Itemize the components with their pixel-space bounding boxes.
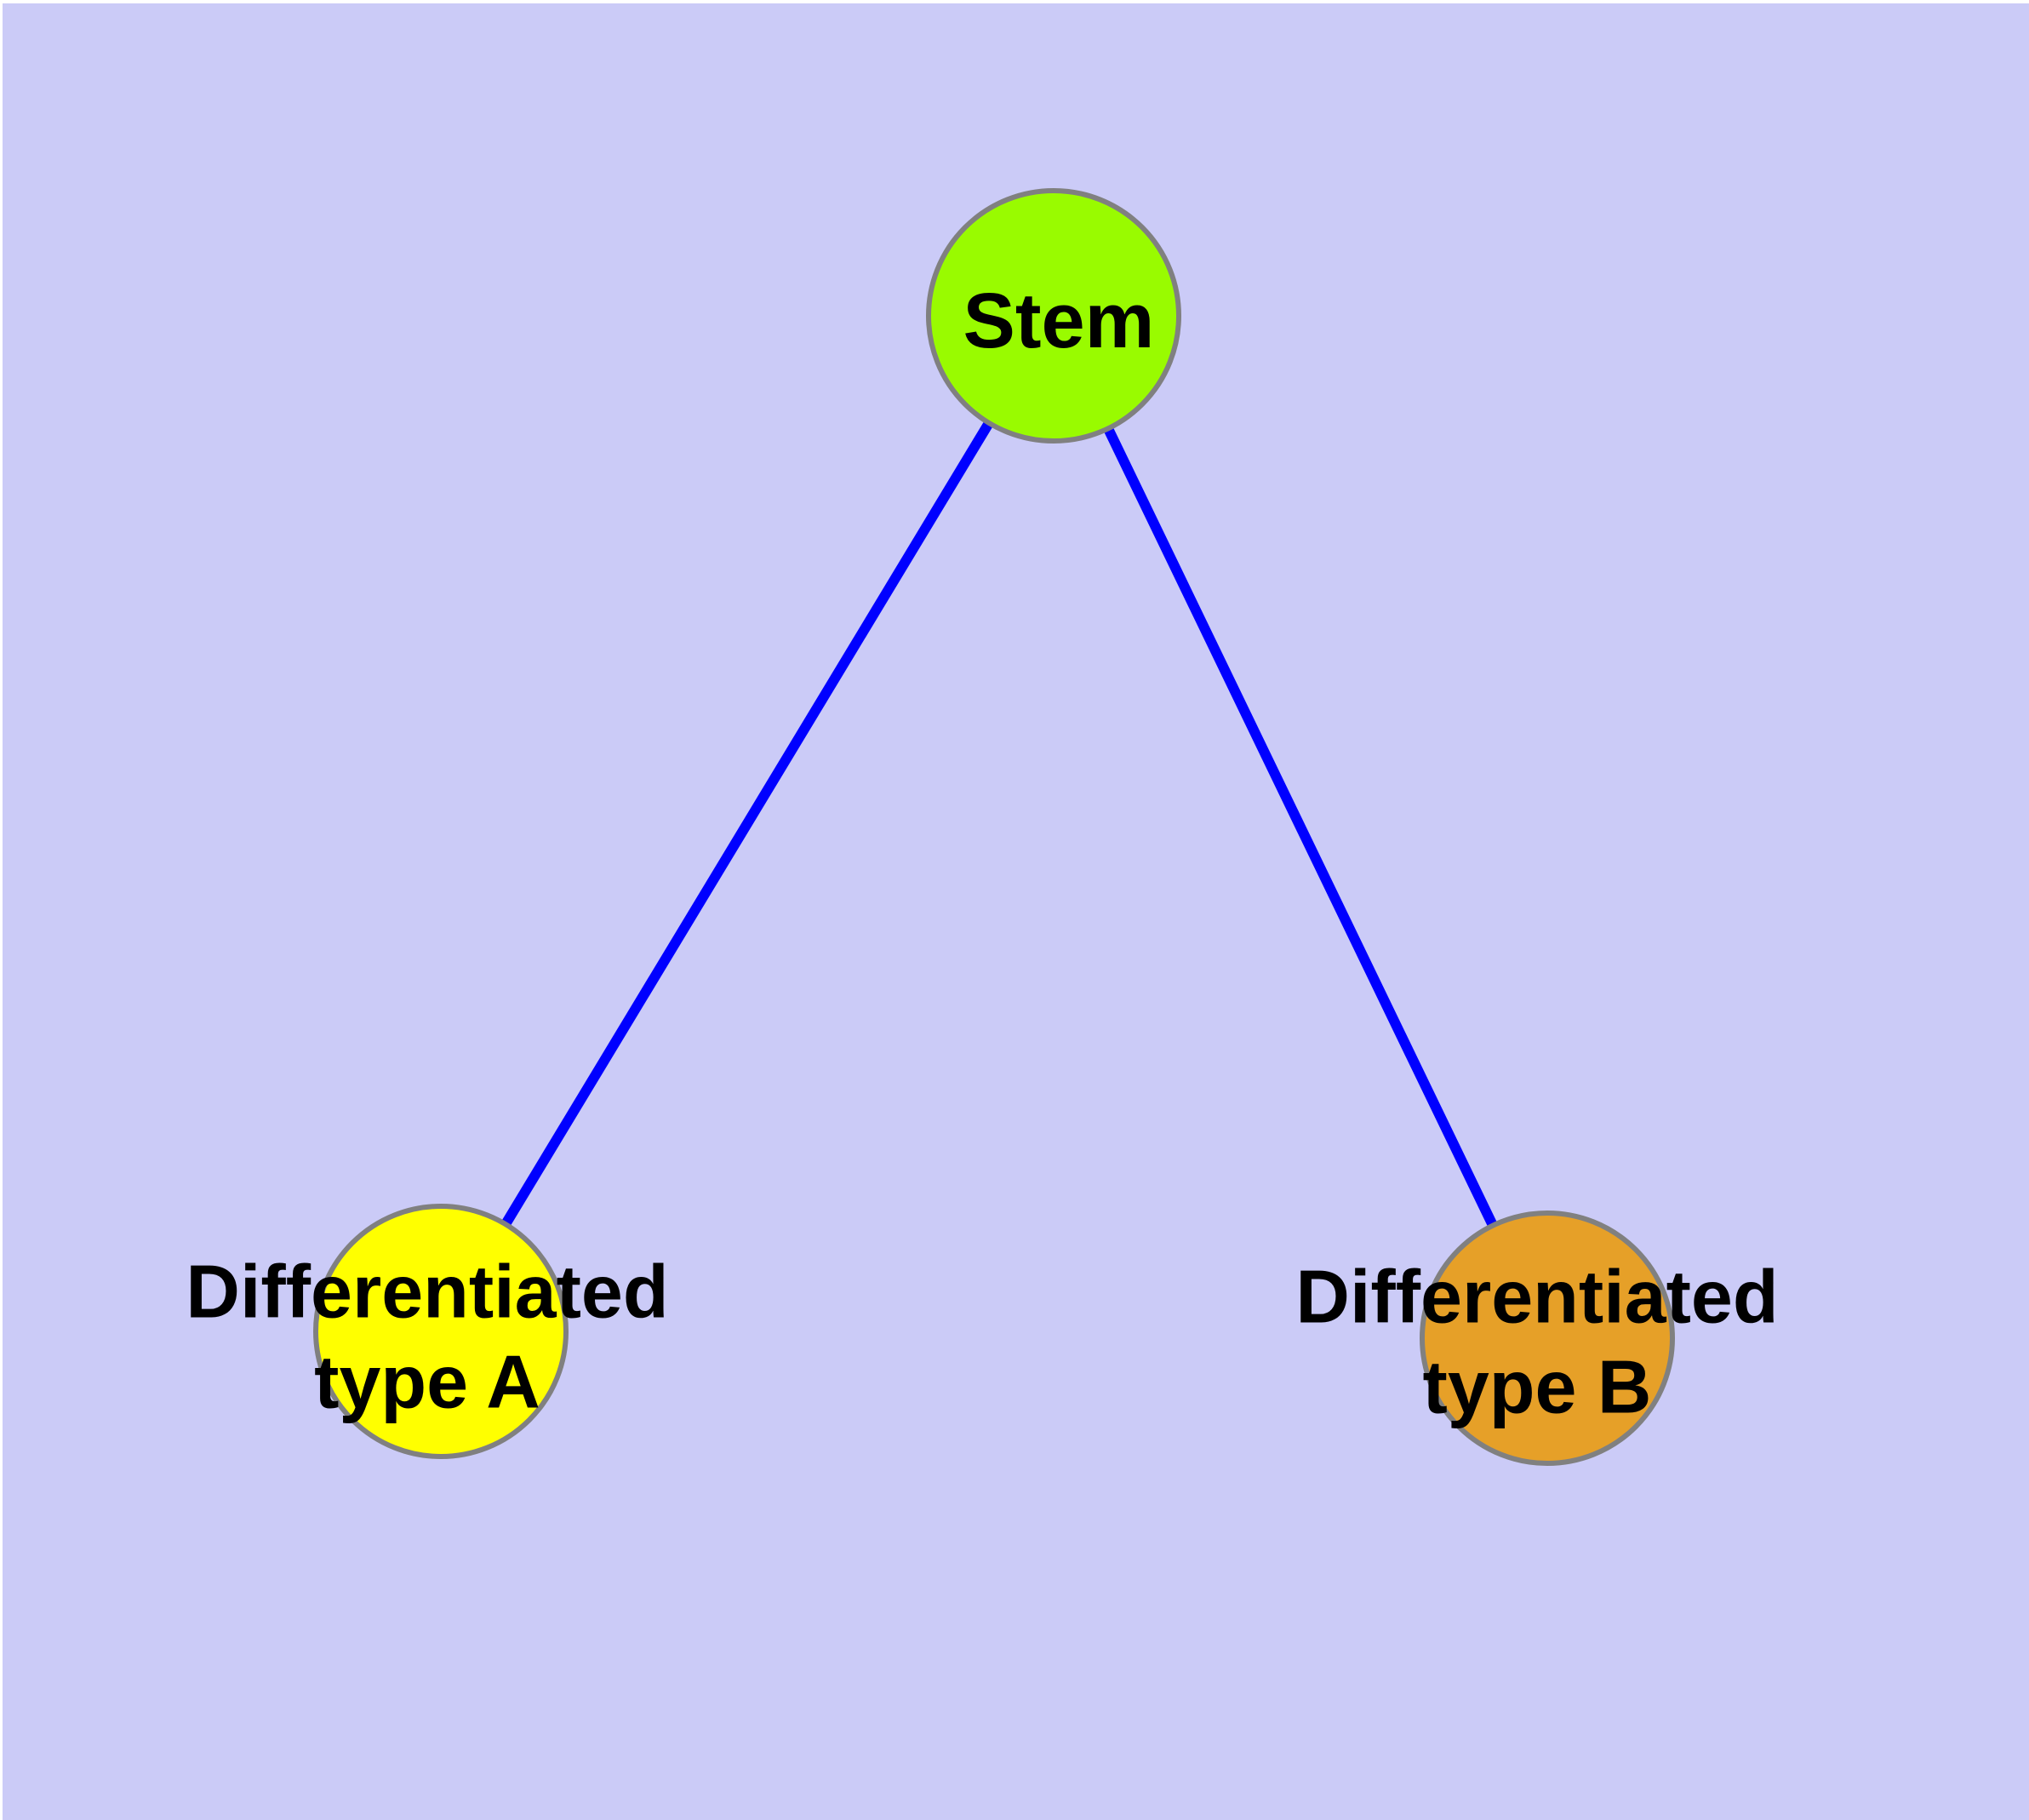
node-type-a-label-line2: type A	[314, 1339, 540, 1423]
node-type-b-circle	[1420, 1210, 1675, 1466]
node-type-b-label-line2: type B	[1422, 1344, 1652, 1428]
node-type-a-label-line1: Differentiated	[186, 1249, 669, 1334]
node-stem-circle	[926, 188, 1181, 444]
node-type-a-circle	[313, 1204, 569, 1459]
edge-stem-to-type-b	[1049, 313, 1552, 1341]
node-type-a-label: Differentiated type A	[186, 1246, 668, 1426]
node-type-b-label-line1: Differentiated	[1295, 1254, 1779, 1339]
node-stem-label: Stem	[963, 274, 1155, 368]
node-type-b-label: Differentiated type B	[1295, 1251, 1778, 1431]
node-stem-label-text: Stem	[963, 277, 1155, 364]
edge-stem-to-type-a	[436, 312, 1059, 1335]
